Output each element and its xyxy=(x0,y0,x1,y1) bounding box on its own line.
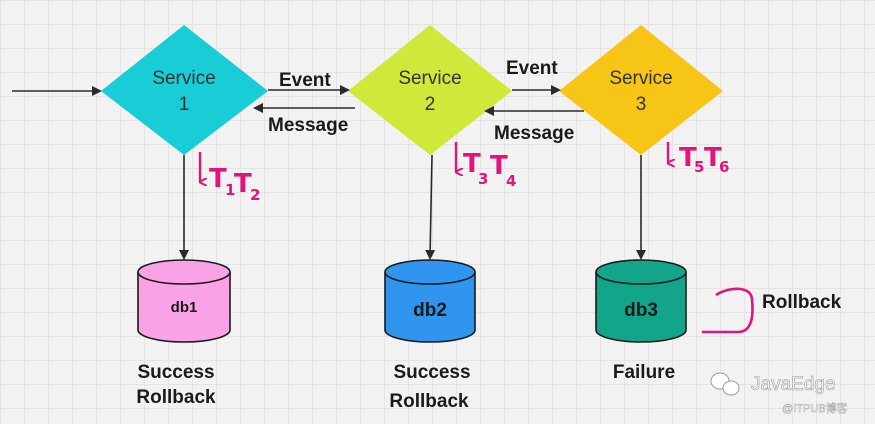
db2-status-line2: Rollback xyxy=(389,391,469,412)
service-1-node: Service 1 xyxy=(101,25,268,155)
service-3-node: Service 3 xyxy=(559,25,723,155)
db2-status-line1: Success xyxy=(393,362,470,383)
db3-cylinder: db3 xyxy=(595,259,687,343)
service-2-title: Service xyxy=(398,68,461,89)
transaction-t4-subscript: 4 xyxy=(506,172,516,190)
db2-label: db2 xyxy=(413,300,447,321)
db1-status-line2: Rollback xyxy=(136,387,216,408)
db3-status-line1: Failure xyxy=(613,362,675,383)
service-2-diamond xyxy=(348,25,512,155)
transaction-t5-letter: T xyxy=(679,143,697,173)
transaction-t2-subscript: 2 xyxy=(250,186,260,204)
service-2-number: 2 xyxy=(425,94,436,115)
rollback-label: Rollback xyxy=(762,292,842,313)
transaction-annotation-t3-t4: T 3 T 4 xyxy=(454,142,516,190)
transaction-annotation-t5-t6: T 5 T 6 xyxy=(666,142,729,176)
transaction-t6-letter: T xyxy=(704,143,722,173)
transaction-t2-letter: T xyxy=(234,169,252,199)
transaction-t3-subscript: 3 xyxy=(478,170,488,188)
rollback-loop-icon xyxy=(702,287,754,334)
event-label-1-to-2: Event xyxy=(279,70,331,91)
wechat-icon xyxy=(710,372,740,396)
watermark-site: @ITPUB博客 xyxy=(782,401,848,415)
service-2-node: Service 2 xyxy=(348,25,512,155)
db3-label: db3 xyxy=(624,300,658,321)
transaction-t4-letter: T xyxy=(490,151,508,181)
message-label-3-to-2: Message xyxy=(494,123,574,144)
transaction-t5-subscript: 5 xyxy=(694,158,704,176)
transaction-t1-letter: T xyxy=(209,164,227,194)
service-3-diamond xyxy=(559,25,723,155)
message-label-2-to-1: Message xyxy=(268,115,348,136)
watermark-brand: JavaEdge xyxy=(751,374,836,395)
event-label-2-to-3: Event xyxy=(506,58,558,79)
service-1-diamond xyxy=(101,25,268,155)
transaction-t6-subscript: 6 xyxy=(719,158,729,176)
transaction-t3-letter: T xyxy=(463,149,481,179)
db2-cylinder: db2 xyxy=(384,259,476,343)
transaction-t1-subscript: 1 xyxy=(225,181,235,199)
service-3-title: Service xyxy=(609,68,672,89)
db1-cylinder: db1 xyxy=(137,259,231,343)
transaction-annotation-t1-t2: T 1 T 2 xyxy=(198,152,260,204)
service-2-to-db2-arrow xyxy=(425,154,436,260)
db1-status-line1: Success xyxy=(137,362,214,383)
service-1-number: 1 xyxy=(179,94,190,115)
db1-label: db1 xyxy=(171,299,198,316)
watermark: JavaEdge @ITPUB博客 xyxy=(710,372,848,415)
service-3-number: 3 xyxy=(636,94,647,115)
service-1-title: Service xyxy=(152,68,215,89)
